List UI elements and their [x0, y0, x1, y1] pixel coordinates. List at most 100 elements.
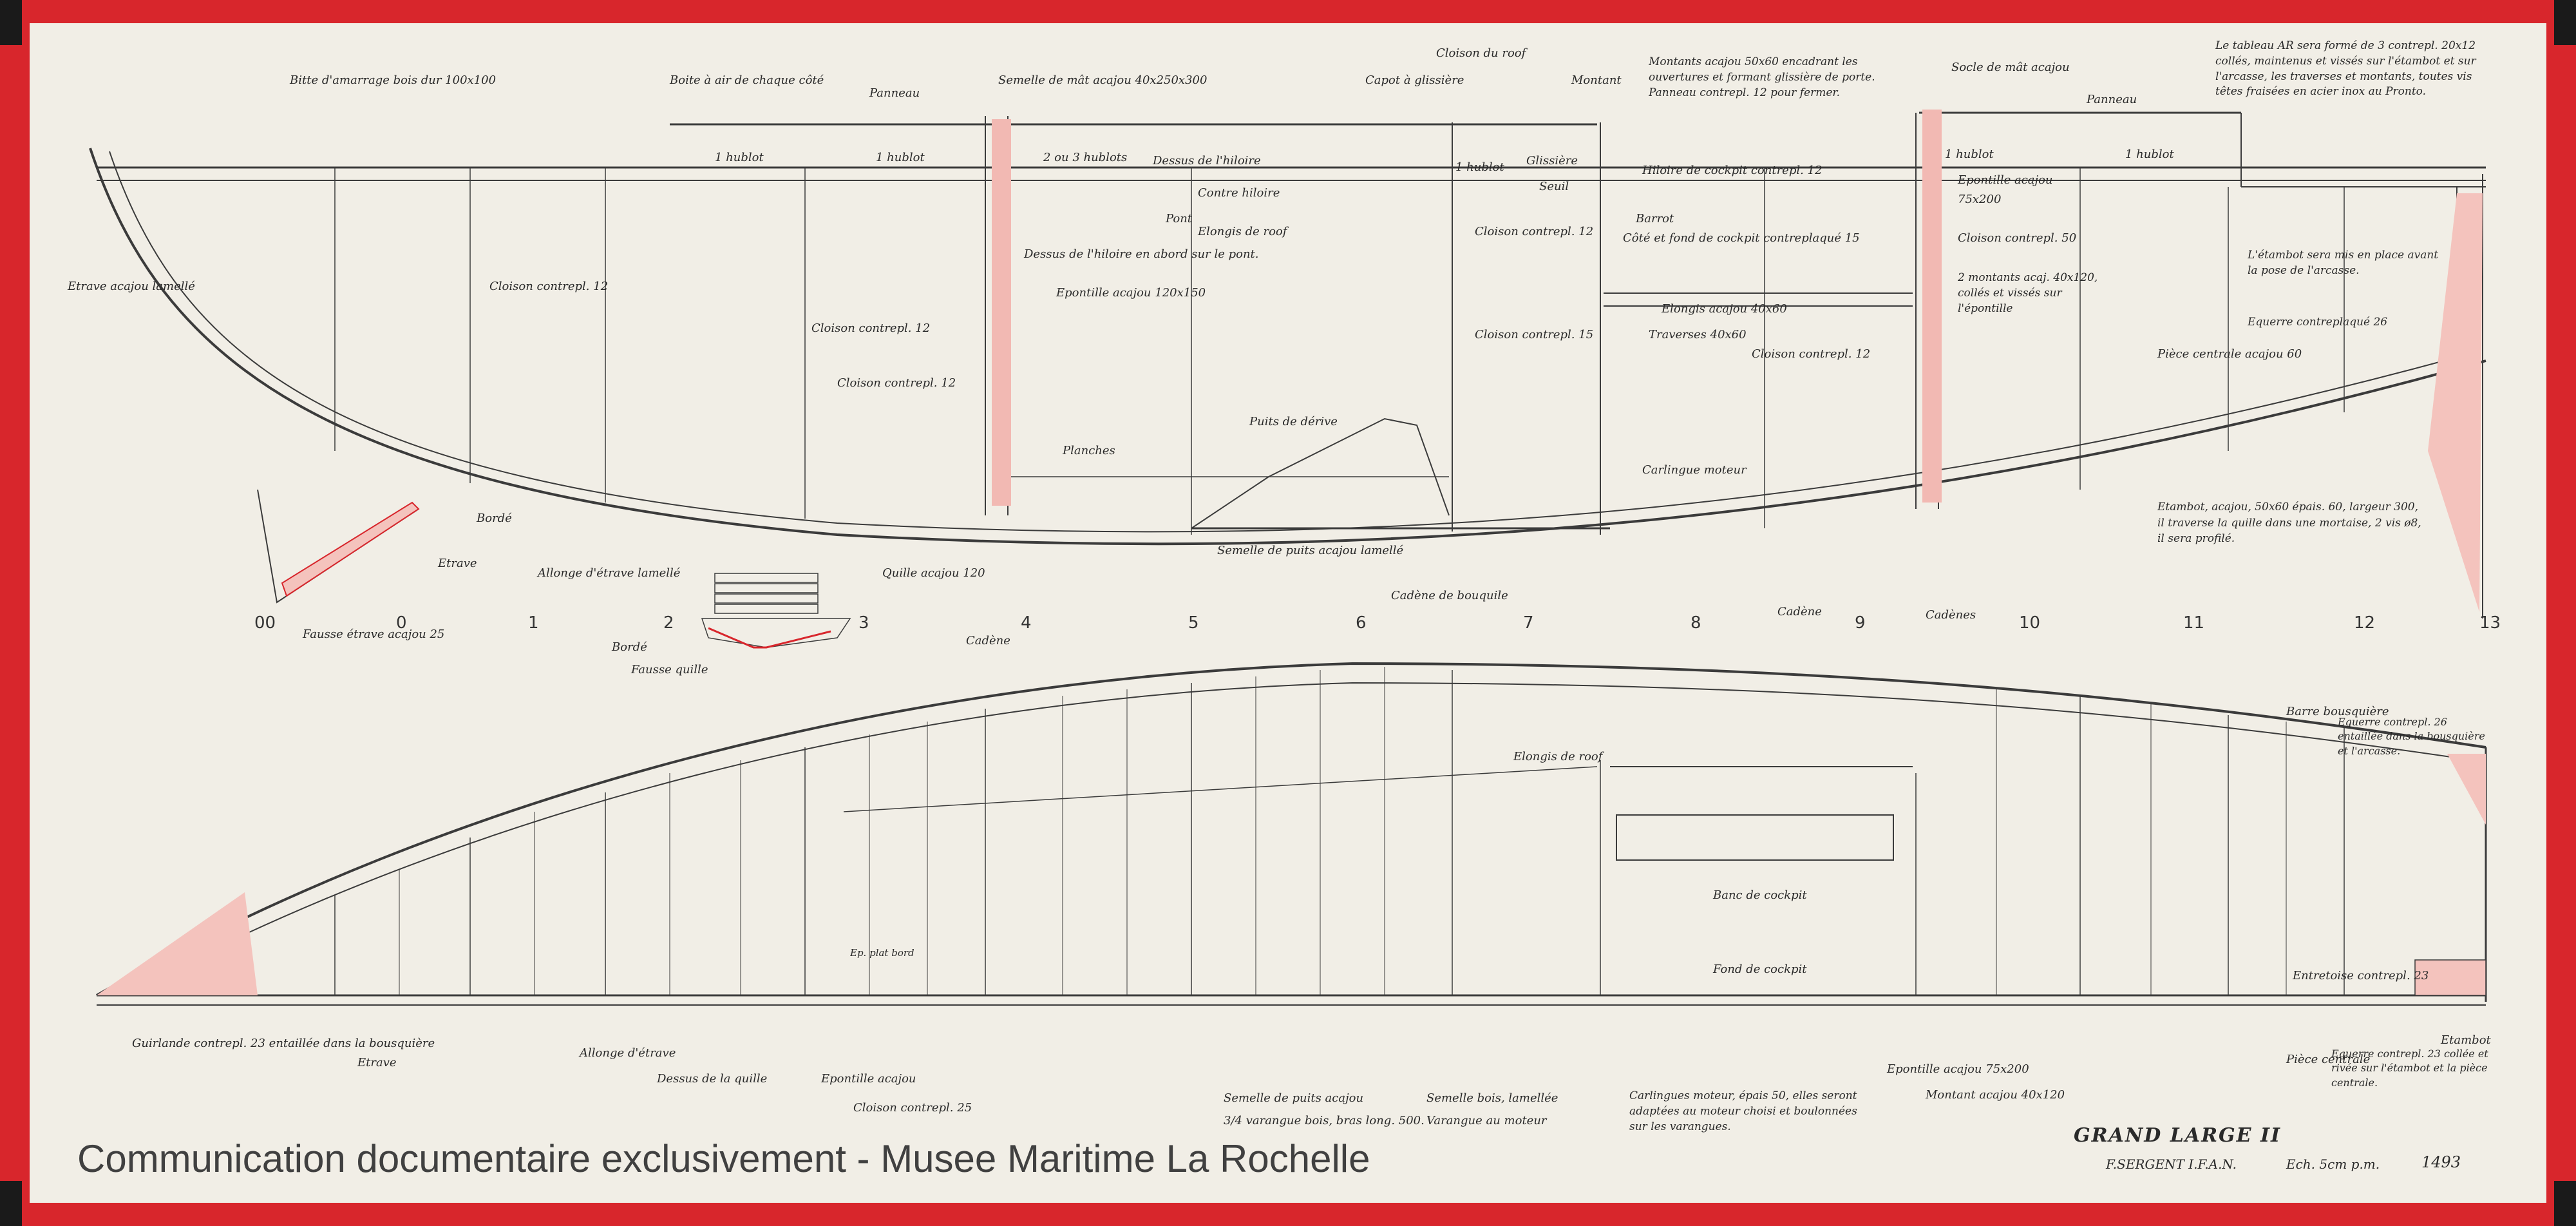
- mast-post-aft: [1922, 110, 1942, 503]
- station-label: 12: [2354, 613, 2375, 633]
- binder-clip: [0, 0, 22, 45]
- binder-clip: [2554, 1181, 2576, 1226]
- station-label: 4: [1021, 613, 1032, 633]
- annotation: Allonge d'étrave lamellé: [536, 566, 681, 580]
- annotation: Cloison contrepl. 12: [489, 280, 608, 293]
- stem-section: [257, 489, 419, 604]
- note-equerre-c: Equerre contrepl. 23 collée et rivée sur…: [2331, 1048, 2488, 1089]
- annotation: Contre hiloire: [1198, 186, 1280, 200]
- drawing-title: GRAND LARGE II: [2074, 1124, 2282, 1147]
- annotation: 1 hublot: [1945, 148, 1994, 161]
- annotation: Bordé: [611, 640, 647, 654]
- annotation: Semelle bois, lamellée: [1426, 1091, 1558, 1105]
- annotation: 75x200: [1958, 193, 2001, 206]
- annotation: Pont: [1165, 212, 1193, 225]
- annotation: Elongis de roof: [1513, 750, 1605, 763]
- annotation: Montant: [1571, 73, 1622, 87]
- annotation: Etambot: [2440, 1033, 2492, 1047]
- annotation: Montant acajou 40x120: [1925, 1088, 2065, 1102]
- station-label: 7: [1523, 613, 1534, 633]
- annotation: Seuil: [1539, 180, 1569, 193]
- annotation: Dessus de l'hiloire: [1152, 154, 1261, 168]
- annotation: Cloison contrepl. 12: [1475, 225, 1593, 238]
- annotation: Glissière: [1526, 154, 1578, 168]
- centreboard-trunk: [1191, 417, 1450, 529]
- annotation: Dessus de la quille: [656, 1072, 767, 1086]
- sternpost: [2428, 193, 2483, 612]
- annotation: Etrave acajou lamellé: [67, 280, 195, 293]
- annotation: Fausse quille: [630, 663, 708, 676]
- station-label: 11: [2183, 613, 2204, 633]
- annotation: Epontille acajou: [1957, 173, 2053, 187]
- annotation: Etrave: [437, 557, 477, 570]
- annotation: Pièce centrale: [2286, 1053, 2370, 1066]
- station-label: 00: [254, 613, 276, 633]
- annotation: Elongis acajou 40x60: [1661, 302, 1787, 316]
- station-label: 6: [1356, 613, 1367, 633]
- cockpit-bench: [1616, 814, 1894, 861]
- annotation: 1 hublot: [2125, 148, 2174, 161]
- note-equerre-b: Equerre contrepl. 26 entaillée dans la b…: [2338, 716, 2485, 757]
- annotation: Epontille acajou 120x150: [1056, 286, 1206, 300]
- annotation: Capot à glissière: [1365, 73, 1464, 87]
- annotation: Panneau: [869, 86, 920, 100]
- drawing-author: F.SERGENT I.F.A.N.: [2106, 1156, 2237, 1172]
- annotation: Cloison du roof: [1436, 46, 1528, 60]
- watermark: Communication documentaire exclusivement…: [77, 1137, 1370, 1180]
- station-label: 10: [2019, 613, 2040, 633]
- station-label: 13: [2479, 613, 2501, 633]
- annotation: Cloison contrepl. 12: [811, 321, 930, 335]
- annotation: Panneau: [2086, 93, 2137, 106]
- breasthook: [97, 892, 258, 995]
- note-plat-bord: Ep. plat bord: [850, 947, 914, 959]
- annotation: Cloison contrepl. 15: [1475, 328, 1593, 341]
- annotation: Entretoise contrepl. 23: [2292, 969, 2429, 982]
- annotation: Cloison contrepl. 12: [1752, 347, 1870, 361]
- note-tableau: Le tableau AR sera formé de 3 contrepl. …: [2215, 39, 2476, 98]
- note-montants-acajou: 2 montants acaj. 40x120, collés et vissé…: [1958, 271, 2098, 315]
- hull-profile: [89, 148, 2486, 546]
- note-equerre: Equerre contreplaqué 26: [2248, 316, 2387, 329]
- annotation: Semelle de puits acajou: [1224, 1091, 1363, 1105]
- annotation: Cadène: [966, 634, 1010, 647]
- station-numbers: 00 0 1 2 3 4 5 6 7 8 9 10 11 12 13: [254, 613, 2501, 633]
- annotation: 1 hublot: [876, 151, 925, 164]
- station-label: 9: [1855, 613, 1866, 633]
- annotation: Socle de mât acajou: [1951, 61, 2070, 74]
- annotation: Semelle de puits acajou lamellé: [1217, 544, 1404, 557]
- binder-clip: [2554, 0, 2576, 45]
- annotation: 2 ou 3 hublots: [1043, 151, 1127, 164]
- annotation: Varangue au moteur: [1426, 1114, 1548, 1127]
- hull-profile-inner: [109, 151, 2480, 533]
- station-label: 0: [396, 613, 407, 633]
- annotation: 1 hublot: [1455, 160, 1504, 174]
- binder-clip: [0, 1181, 22, 1226]
- annotation: Barre bousquière: [2286, 705, 2389, 718]
- note-carlingues: Carlingues moteur, épais 50, elles seron…: [1629, 1089, 1857, 1133]
- note-etambot: Etambot, acajou, 50x60 épais. 60, largeu…: [2157, 501, 2421, 545]
- annotation: Allonge d'étrave: [578, 1046, 676, 1060]
- annotation: 1 hublot: [715, 151, 764, 164]
- annotation: Fond de cockpit: [1712, 963, 1807, 976]
- annotation: Bitte d'amarrage bois dur 100x100: [289, 73, 496, 87]
- hull-plan-inner: [122, 682, 2474, 996]
- annotation: Etrave: [357, 1056, 397, 1069]
- station-label: 1: [528, 613, 539, 633]
- station-label: 5: [1188, 613, 1199, 633]
- keel-section: [701, 573, 851, 649]
- sheet-number: 1493: [2421, 1153, 2461, 1171]
- note-etambot-place: L'étambot sera mis en place avant la pos…: [2248, 249, 2438, 277]
- annotation: Traverses 40x60: [1649, 328, 1747, 341]
- annotation: Cloison contrepl. 12: [837, 376, 956, 390]
- note-montants: Montants acajou 50x60 encadrant les ouve…: [1649, 55, 1875, 99]
- annotation: Cloison contrepl. 50: [1958, 231, 2076, 245]
- annotation: Cloison contrepl. 25: [853, 1101, 972, 1115]
- annotation: Elongis de roof: [1197, 225, 1289, 238]
- annotation: Guirlande contrepl. 23 entaillée dans la…: [132, 1037, 435, 1050]
- quarter-knee: [2447, 754, 2486, 825]
- mast-post: [992, 119, 1011, 506]
- annotation: Pièce centrale acajou 60: [2157, 347, 2302, 361]
- annotation: Cadènes: [1926, 608, 1976, 622]
